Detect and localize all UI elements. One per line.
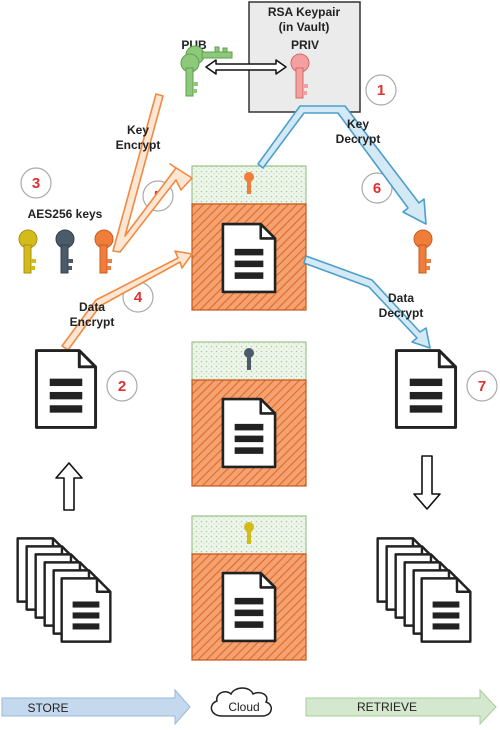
- step-badge-2: 2: [106, 370, 138, 402]
- step-badge-1: 1: [365, 74, 397, 106]
- key-decrypt-label-1: Key: [347, 117, 369, 131]
- source-document-stack: [16, 537, 112, 643]
- decrypted-document-icon: [394, 349, 458, 429]
- aes-key-gray-icon: [55, 229, 75, 274]
- svg-text:6: 6: [373, 180, 381, 197]
- step-badge-6: 6: [361, 172, 393, 204]
- aes-key-orange-icon: [94, 229, 114, 274]
- data-decrypt-label-2: Decrypt: [379, 306, 424, 320]
- store-arrow: STORE: [1, 688, 191, 726]
- data-decrypt-label-1: Data: [388, 291, 414, 305]
- svg-text:7: 7: [478, 378, 486, 395]
- cloud-icon: Cloud: [210, 687, 273, 717]
- svg-text:4: 4: [134, 289, 143, 306]
- step-badge-7: 7: [466, 370, 498, 402]
- data-encrypt-label-1: Data: [79, 300, 105, 314]
- retrieved-document-stack: [376, 537, 472, 643]
- step-badge-3: 3: [20, 167, 52, 199]
- data-encrypt-label-2: Encrypt: [70, 315, 115, 329]
- svg-text:2: 2: [118, 378, 126, 395]
- retrieve-label: RETRIEVE: [357, 700, 417, 714]
- download-arrow-icon: [413, 455, 441, 510]
- vault-title-line2: (in Vault): [279, 20, 330, 34]
- encrypted-document-icon-1: [221, 222, 277, 294]
- encrypted-document-icon-2: [221, 397, 277, 469]
- encrypted-key-gray-icon: [244, 348, 254, 370]
- aes-keys-label: AES256 keys: [28, 207, 103, 221]
- key-decrypt-arrow: [257, 105, 427, 225]
- svg-text:1: 1: [377, 82, 385, 99]
- upload-arrow-icon: [55, 462, 83, 511]
- retrieve-arrow: RETRIEVE: [305, 688, 497, 726]
- key-encrypt-label-1: Key: [127, 123, 149, 137]
- cloud-label: Cloud: [228, 700, 259, 714]
- key-encrypt-arrow: [112, 93, 193, 253]
- priv-key-label: PRIV: [291, 38, 319, 52]
- encrypted-key-orange-icon: [244, 172, 254, 194]
- data-encrypt-arrow: [61, 250, 193, 351]
- key-decrypt-label-2: Decrypt: [336, 132, 381, 146]
- encrypted-key-yellow-icon: [244, 522, 254, 544]
- pub-key-icon-body: [180, 53, 200, 97]
- aes-key-yellow-icon: [18, 229, 38, 274]
- data-decrypt-arrow: [303, 255, 431, 349]
- vault-title-line1: RSA Keypair: [268, 5, 341, 19]
- key-encrypt-label-2: Encrypt: [116, 138, 161, 152]
- plaintext-document-icon: [34, 349, 98, 429]
- store-label: STORE: [27, 701, 68, 715]
- decrypted-aes-key-icon: [413, 229, 433, 274]
- keypair-link-arrow: [205, 59, 287, 75]
- encrypted-document-icon-3: [221, 571, 277, 643]
- priv-key-icon: [290, 53, 310, 99]
- svg-text:3: 3: [32, 175, 40, 192]
